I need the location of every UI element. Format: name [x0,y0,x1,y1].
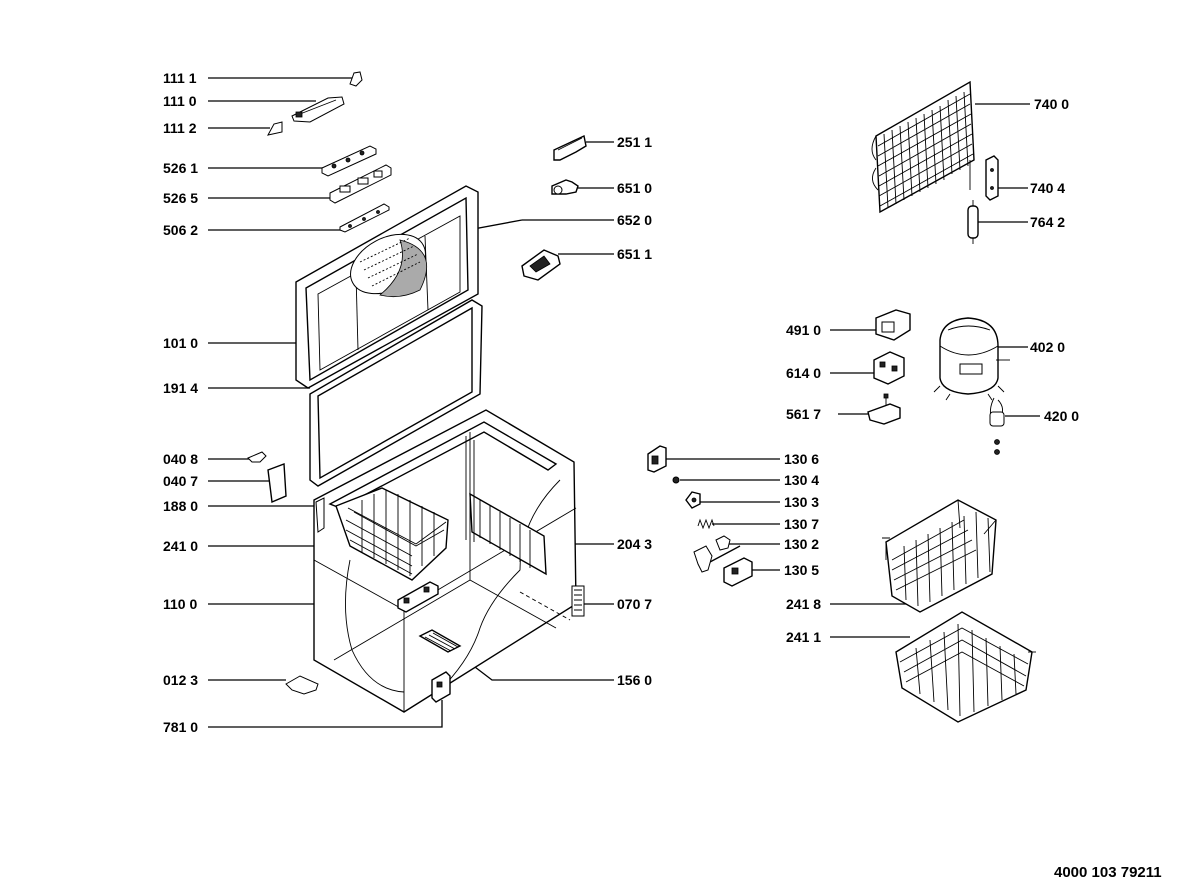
spring-part [697,518,715,530]
label-491-0: 491 0 [786,322,821,338]
seal-part [315,497,325,533]
label-040-7: 040 7 [163,473,198,489]
label-251-1: 251 1 [617,134,652,150]
label-526-5: 526 5 [163,190,198,206]
label-764-2: 764 2 [1030,214,1065,230]
label-652-0: 652 0 [617,212,652,228]
bracket-part [339,203,390,233]
label-561-7: 561 7 [786,406,821,422]
label-130-4: 130 4 [784,472,819,488]
labels-left: 111 1 111 0 111 2 526 1 526 5 506 2 101 … [163,70,198,735]
capacitor-part [989,397,1005,455]
label-130-3: 130 3 [784,494,819,510]
thermostat-housing-part [647,445,667,473]
label-110-0: 110 0 [163,596,197,612]
lid-gasket-part [309,299,483,487]
vent-grille-part [571,585,585,617]
label-130-6: 130 6 [784,451,819,467]
label-740-0: 740 0 [1034,96,1069,112]
label-241-1: 241 1 [786,629,821,645]
compressor-part [933,317,1010,401]
hinge-cap-part [349,71,363,87]
relay-cover-part [875,309,911,341]
label-402-0: 402 0 [1030,339,1065,355]
basket-large-part [882,499,997,613]
lamp-cover-part [553,134,587,161]
label-204-3: 204 3 [617,536,652,552]
label-111-2: 111 2 [163,120,197,136]
label-651-1: 651 1 [617,246,652,262]
evaporator-divider-part [465,436,547,576]
lamp-holder-part [521,249,561,281]
shaft-part [693,535,731,573]
labels-mid: 251 1 651 0 652 0 651 1 204 3 070 7 156 … [617,134,652,688]
label-506-2: 506 2 [163,222,198,238]
lid-part [295,185,479,389]
side-bracket-part [267,463,287,504]
drain-grille-part [418,629,462,653]
basket-part [335,487,449,581]
lid-stop-part [247,451,267,463]
filter-drier-part [967,200,979,244]
knob-part [685,491,701,509]
plug-panel-part [431,671,451,703]
label-241-0: 241 0 [163,538,198,554]
thermostat-sensor-part [867,393,901,425]
label-012-3: 012 3 [163,672,198,688]
switch-cover-part [723,557,753,587]
label-740-4: 740 4 [1030,180,1065,196]
thermostat-knob-part [397,581,439,613]
label-130-5: 130 5 [784,562,819,578]
label-130-2: 130 2 [784,536,819,552]
label-070-7: 070 7 [617,596,652,612]
label-241-8: 241 8 [786,596,821,612]
document-number: 4000 103 79211 [1054,864,1162,881]
label-101-0: 101 0 [163,335,198,351]
label-111-1: 111 1 [163,70,197,86]
screw-part [672,476,680,484]
condenser-part [871,80,975,214]
label-614-0: 614 0 [786,365,821,381]
label-111-0: 111 0 [163,93,197,109]
basket-small-part [895,611,1036,723]
condenser-bracket-part [985,155,999,201]
label-651-0: 651 0 [617,180,652,196]
label-156-0: 156 0 [617,672,652,688]
labels-right: 740 0 740 4 764 2 491 0 614 0 561 7 402 … [786,96,1079,645]
lid-handle-part [291,96,345,123]
label-781-0: 781 0 [163,719,198,735]
labels-small-parts: 130 6 130 4 130 3 130 7 130 2 130 5 [784,451,819,578]
lamp-bulb-part [551,179,579,195]
label-191-4: 191 4 [163,380,198,396]
hinge-cover-part [267,121,283,136]
control-panel-part [329,164,392,204]
label-188-0: 188 0 [163,498,198,514]
label-130-7: 130 7 [784,516,819,532]
label-420-0: 420 0 [1044,408,1079,424]
label-040-8: 040 8 [163,451,198,467]
lamp-switch-part [321,145,377,177]
condenser-grid [877,91,974,209]
relay-part [873,351,905,385]
foot-part [285,675,319,695]
label-526-1: 526 1 [163,160,198,176]
